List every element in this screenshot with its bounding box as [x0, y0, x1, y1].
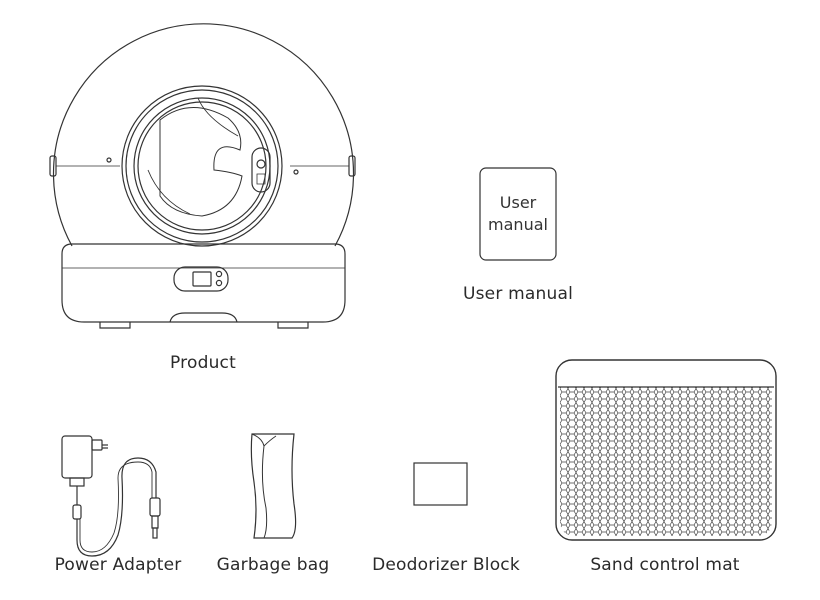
label-user-manual: User manual — [462, 284, 574, 304]
label-power-adapter: Power Adapter — [54, 555, 182, 575]
user-manual-cover-text: User manual — [480, 192, 556, 236]
label-deodorizer-block: Deodorizer Block — [372, 555, 520, 575]
label-garbage-bag: Garbage bag — [216, 555, 330, 575]
garbage-bag-roll — [250, 433, 297, 539]
sand-control-mat — [555, 359, 777, 541]
power-adapter-illustration — [61, 435, 161, 557]
deodorizer-block — [413, 462, 468, 506]
label-product: Product — [170, 353, 236, 373]
label-sand-control-mat: Sand control mat — [590, 555, 740, 575]
manual-cover-line1: User — [499, 193, 537, 212]
user-manual-booklet — [479, 167, 557, 261]
product-illustration — [49, 23, 356, 329]
manual-cover-line2: manual — [488, 215, 548, 234]
